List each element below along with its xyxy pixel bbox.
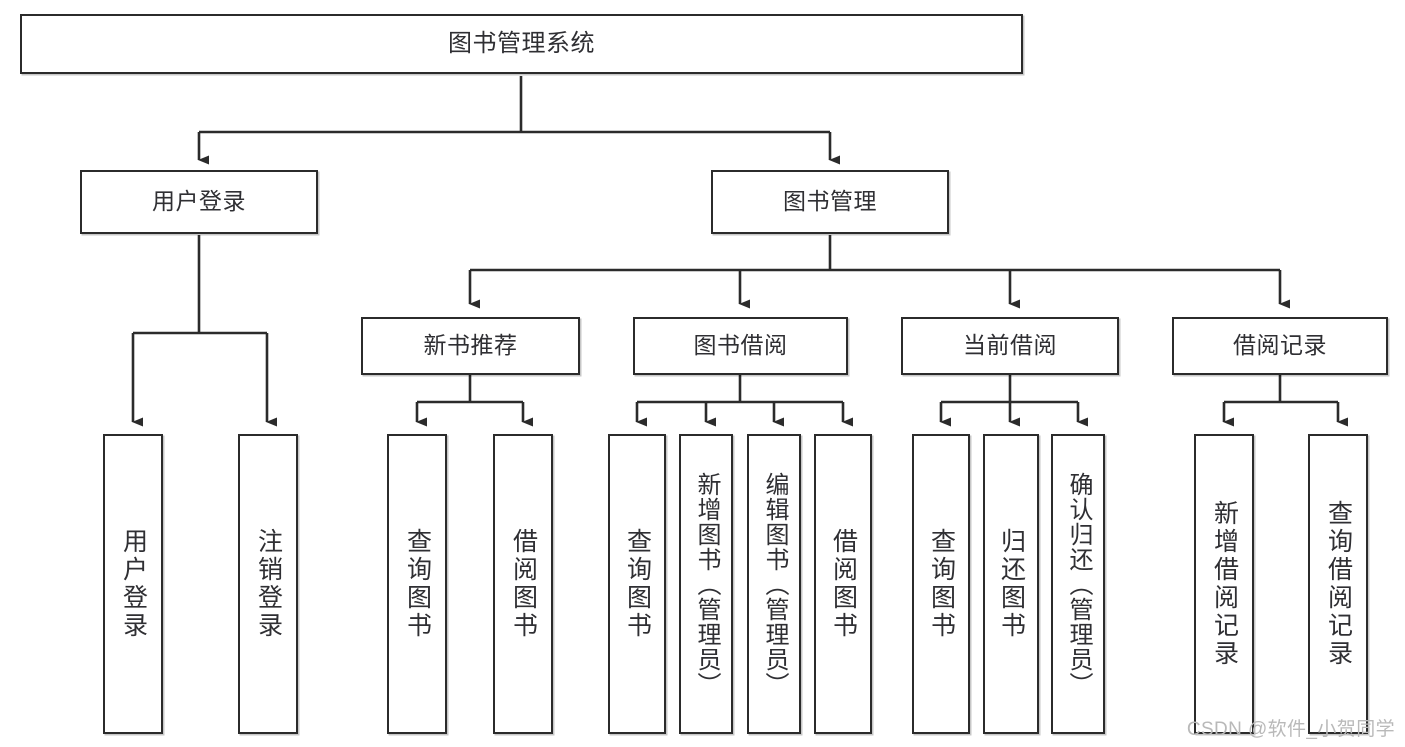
node-current-borrow[interactable]: 当前借阅	[901, 317, 1119, 375]
node-leaf-query-book-1[interactable]: 查询图书	[387, 434, 447, 734]
node-new-book-recommend[interactable]: 新书推荐	[361, 317, 580, 375]
edge-group-user-login	[131, 235, 277, 427]
node-leaf-confirm-return-label: 确认归还（管理员）	[1065, 471, 1092, 697]
node-book-borrow[interactable]: 图书借阅	[633, 317, 848, 375]
edge-group-book-management	[468, 235, 1290, 309]
node-leaf-add-record[interactable]: 新增借阅记录	[1194, 434, 1254, 734]
node-leaf-user-login-label: 用户登录	[119, 528, 148, 640]
node-leaf-return-book-label: 归还图书	[997, 528, 1026, 640]
node-book-management[interactable]: 图书管理	[711, 170, 949, 234]
node-book-management-label: 图书管理	[783, 188, 877, 215]
node-leaf-borrow-book-2-label: 借阅图书	[829, 528, 858, 640]
node-new-book-recommend-label: 新书推荐	[423, 332, 518, 359]
node-user-login[interactable]: 用户登录	[80, 170, 318, 234]
node-leaf-borrow-book-1[interactable]: 借阅图书	[493, 434, 553, 734]
edge-group-root	[197, 76, 840, 165]
node-leaf-user-login[interactable]: 用户登录	[103, 434, 163, 734]
node-borrow-record[interactable]: 借阅记录	[1172, 317, 1388, 375]
node-user-login-label: 用户登录	[152, 188, 246, 215]
node-leaf-add-record-label: 新增借阅记录	[1210, 500, 1239, 668]
node-current-borrow-label: 当前借阅	[963, 332, 1057, 359]
node-root[interactable]: 图书管理系统	[20, 14, 1023, 74]
node-leaf-user-logout[interactable]: 注销登录	[238, 434, 298, 734]
node-leaf-add-book-label: 新增图书（管理员）	[693, 471, 720, 697]
node-borrow-record-label: 借阅记录	[1233, 332, 1327, 359]
node-root-label: 图书管理系统	[448, 29, 595, 57]
node-leaf-edit-book[interactable]: 编辑图书（管理员）	[747, 434, 801, 734]
node-leaf-confirm-return[interactable]: 确认归还（管理员）	[1051, 434, 1105, 734]
node-leaf-query-record-label: 查询借阅记录	[1324, 500, 1353, 668]
node-leaf-return-book[interactable]: 归还图书	[983, 434, 1039, 734]
node-leaf-borrow-book-1-label: 借阅图书	[509, 528, 538, 640]
node-leaf-query-book-3-label: 查询图书	[927, 528, 956, 640]
node-leaf-query-book-3[interactable]: 查询图书	[912, 434, 970, 734]
node-leaf-query-book-2-label: 查询图书	[623, 528, 652, 640]
edge-group-borrow-record	[1222, 374, 1348, 427]
node-leaf-query-book-2[interactable]: 查询图书	[608, 434, 666, 734]
node-leaf-query-record[interactable]: 查询借阅记录	[1308, 434, 1368, 734]
edge-group-book-borrow	[635, 374, 853, 427]
node-leaf-query-book-1-label: 查询图书	[403, 528, 432, 640]
node-leaf-borrow-book-2[interactable]: 借阅图书	[814, 434, 872, 734]
edge-group-current-borrow	[939, 374, 1088, 427]
node-leaf-user-logout-label: 注销登录	[254, 528, 283, 640]
edge-group-new-book-recommend	[415, 374, 533, 427]
node-book-borrow-label: 图书借阅	[693, 332, 788, 359]
node-leaf-edit-book-label: 编辑图书（管理员）	[761, 471, 788, 697]
node-leaf-add-book[interactable]: 新增图书（管理员）	[679, 434, 733, 734]
